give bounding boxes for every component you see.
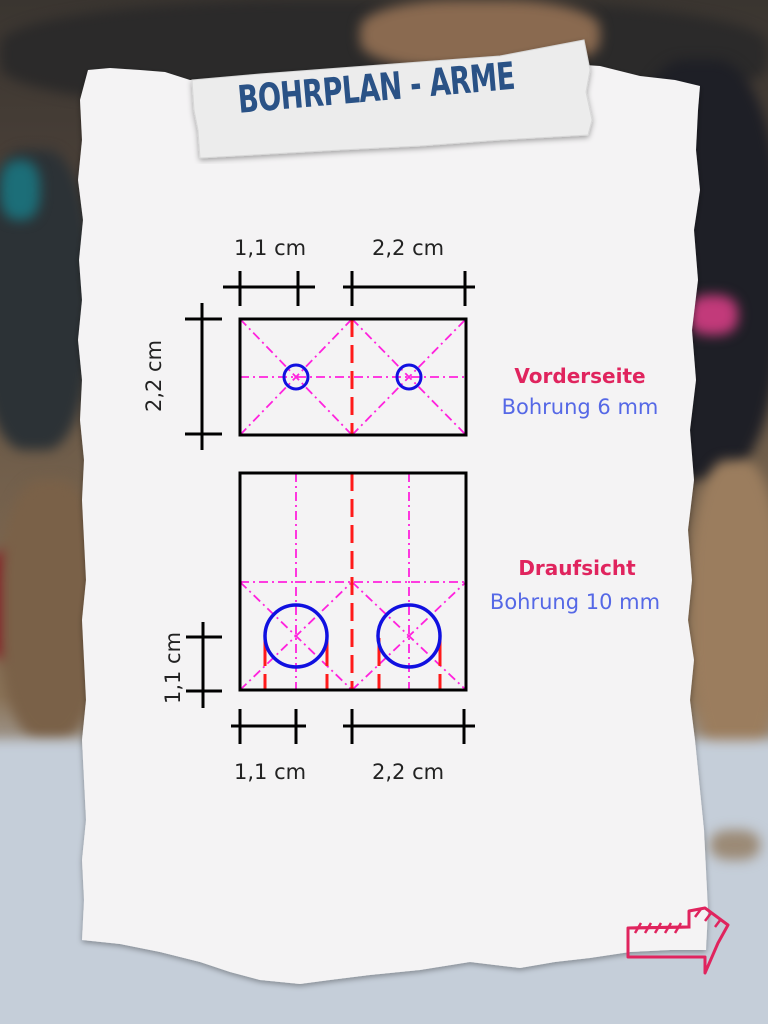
front-dim-left: 2,2 cm (142, 339, 167, 413)
next-arrow-icon[interactable] (625, 905, 735, 985)
front-view-title: Vorderseite (514, 364, 646, 388)
top-view-drawing (186, 471, 475, 744)
front-view-drawing (185, 271, 475, 450)
top-dim-bottom-left: 1,1 cm (234, 760, 307, 784)
front-view-subtitle: Bohrung 6 mm (501, 395, 659, 419)
top-view-title: Draufsicht (518, 556, 636, 580)
top-dim-bottom-right: 2,2 cm (372, 760, 445, 784)
front-dim-top-left: 1,1 cm (234, 236, 307, 260)
top-dim-left: 1,1 cm (161, 631, 186, 705)
front-dim-top-right: 2,2 cm (372, 236, 445, 260)
top-view-subtitle: Bohrung 10 mm (489, 590, 661, 614)
